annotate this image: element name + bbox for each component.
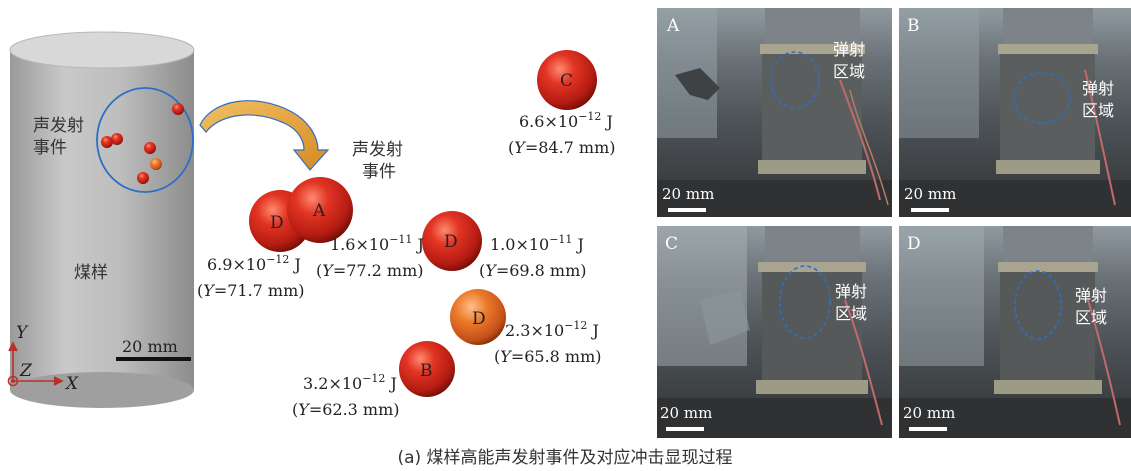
sphere-c-letter: C (560, 71, 573, 91)
photo-c-letter: C (665, 234, 678, 254)
photo-b-scale-label: 20 mm (904, 185, 956, 203)
sphere-a-letter: A (312, 201, 326, 221)
ae-event-cluster-outline (96, 87, 194, 193)
photo-d-region-line1: 弹射 (1075, 286, 1107, 305)
sphere-d1-letter: D (270, 213, 284, 233)
photo-a-scale-label: 20 mm (662, 185, 714, 203)
event-c-height: (Y=84.7 mm) (508, 138, 616, 157)
photo-c-region-line2: 区域 (835, 304, 867, 323)
photo-panel-a: A 弹射 区域 20 mm (657, 8, 892, 217)
ejection-region-outline-c (779, 265, 831, 339)
photo-d-letter: D (907, 234, 921, 254)
middle-ae-label-line1: 声发射 (352, 140, 403, 160)
cylinder-scale-bar (116, 357, 191, 361)
cylinder-scale-label: 20 mm (122, 337, 178, 356)
sphere-b-letter: B (420, 361, 433, 381)
photo-b-letter: B (907, 16, 920, 36)
cylinder-ae-label-line2: 事件 (33, 138, 67, 158)
sphere-d3-letter: D (472, 309, 486, 329)
figure-caption: (a) 煤样高能声发射事件及对应冲击显现过程 (397, 448, 732, 468)
photo-panel-b: B 弹射 区域 20 mm (899, 8, 1131, 217)
sphere-d2-letter: D (444, 232, 458, 252)
sphere-d2: D (422, 211, 482, 271)
photo-c-scale-label: 20 mm (660, 404, 712, 422)
ejection-region-outline-d (1014, 270, 1062, 340)
photo-c-scale-bar (666, 427, 704, 431)
photo-c-region-line1: 弹射 (835, 282, 867, 301)
event-a-energy: 1.6×10−11 J (330, 233, 424, 254)
event-b-height: (Y=62.3 mm) (292, 400, 400, 419)
event-d3-height: (Y=65.8 mm) (494, 347, 602, 366)
photo-a-scale-bar (668, 208, 706, 212)
event-a-height: (Y=77.2 mm) (316, 261, 424, 280)
photo-b-region-line1: 弹射 (1082, 79, 1114, 98)
photo-panel-c: C 弹射 区域 20 mm (657, 226, 892, 438)
photo-a-region-line1: 弹射 (833, 40, 865, 59)
coordinate-axes (7, 341, 64, 387)
cylinder-ae-dots (101, 103, 184, 184)
axis-y-label: Y (16, 323, 29, 343)
event-d1-energy: 6.9×10−12 J (207, 253, 301, 274)
photo-b-scale-bar (911, 208, 949, 212)
event-c-energy: 6.6×10−12 J (519, 110, 613, 131)
sphere-b: B (399, 341, 455, 397)
event-d3-energy: 2.3×10−12 J (505, 319, 599, 340)
photo-panel-d: D 弹射 区域 20 mm (899, 226, 1131, 438)
event-d2-height: (Y=69.8 mm) (479, 261, 587, 280)
coal-sample-cylinder (9, 31, 195, 408)
axis-z-label: Z (19, 361, 33, 381)
sample-label: 煤样 (74, 263, 108, 283)
event-d2-energy: 1.0×10−11 J (490, 233, 584, 254)
curved-arrow (199, 100, 330, 171)
photo-d-scale-label: 20 mm (903, 404, 955, 422)
photo-d-region-line2: 区域 (1075, 308, 1107, 327)
sphere-d3: D (450, 289, 506, 345)
photo-b-region-line2: 区域 (1082, 101, 1114, 120)
sphere-c: C (537, 50, 597, 110)
middle-ae-label-line2: 事件 (362, 162, 396, 182)
photo-d-scale-bar (909, 427, 947, 431)
event-b-energy: 3.2×10−12 J (303, 372, 397, 393)
cylinder-ae-label-line1: 声发射 (33, 116, 84, 136)
sphere-a: A (287, 177, 353, 243)
ejection-region-outline-b (1013, 72, 1071, 124)
axis-x-label: X (64, 374, 79, 394)
event-d1-height: (Y=71.7 mm) (197, 281, 305, 300)
photo-a-region-line2: 区域 (833, 62, 865, 81)
photo-a-letter: A (666, 16, 680, 36)
ejection-region-outline-a (770, 51, 820, 109)
